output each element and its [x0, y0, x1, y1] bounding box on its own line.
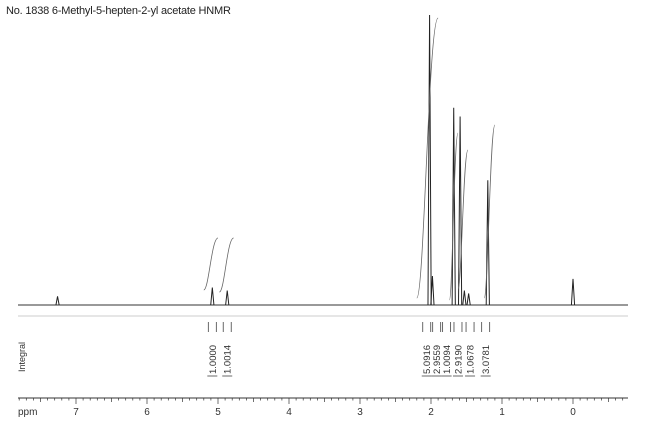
x-tick-label: 3: [357, 407, 363, 418]
integral-label: 1.0094: [442, 345, 453, 374]
x-axis-label: ppm: [18, 407, 37, 418]
x-tick-label: 7: [73, 407, 79, 418]
integral-curve-1.68: [449, 132, 459, 301]
peak-CH-O: [225, 290, 230, 306]
integral-curve-4.87: [219, 237, 235, 293]
integral-label: 1.0678: [466, 345, 477, 374]
peak-TMS: [570, 278, 576, 306]
integral-bracket: [442, 322, 452, 332]
integral-curve-1.55: [457, 149, 469, 291]
x-tick-label: 0: [570, 407, 576, 418]
integral-label: 5.0916: [422, 345, 433, 374]
peak-allyl-CH2: [430, 275, 435, 306]
integral-bracket: [453, 322, 463, 332]
peak-vinyl-CH3-b: [458, 116, 463, 306]
integral-axis-label: Integral: [17, 342, 27, 372]
integral-label: 1.0014: [223, 345, 234, 374]
x-tick-label: 2: [428, 407, 434, 418]
integral-curve-5.08: [203, 237, 219, 291]
integral-curve-1.2: [483, 124, 496, 299]
integral-bracket: [422, 322, 432, 332]
integral-label: 3.0781: [481, 345, 492, 374]
integral-label: 2.9190: [453, 345, 464, 374]
peak-acetyl-CH3: [427, 14, 432, 306]
integral-curve-2.0: [416, 17, 439, 299]
integral-bracket: [207, 322, 217, 332]
x-tick-label: 1: [499, 407, 505, 418]
x-tick-label: 4: [286, 407, 292, 418]
peak-CH2-b: [466, 293, 471, 306]
x-tick-label: 6: [144, 407, 150, 418]
peak-CH2-a: [462, 290, 467, 306]
integral-label: 2.9559: [432, 345, 443, 374]
x-tick-label: 5: [215, 407, 221, 418]
peak-solvent: [55, 296, 60, 306]
integral-label: 1.0000: [208, 345, 219, 374]
integral-bracket: [432, 322, 442, 332]
integral-bracket: [465, 322, 475, 332]
chart-title: No. 1838 6-Methyl-5-hepten-2-yl acetate …: [6, 5, 231, 17]
peak-vinyl-H: [210, 287, 215, 306]
integral-bracket: [481, 322, 491, 332]
integral-bracket: [222, 322, 232, 332]
